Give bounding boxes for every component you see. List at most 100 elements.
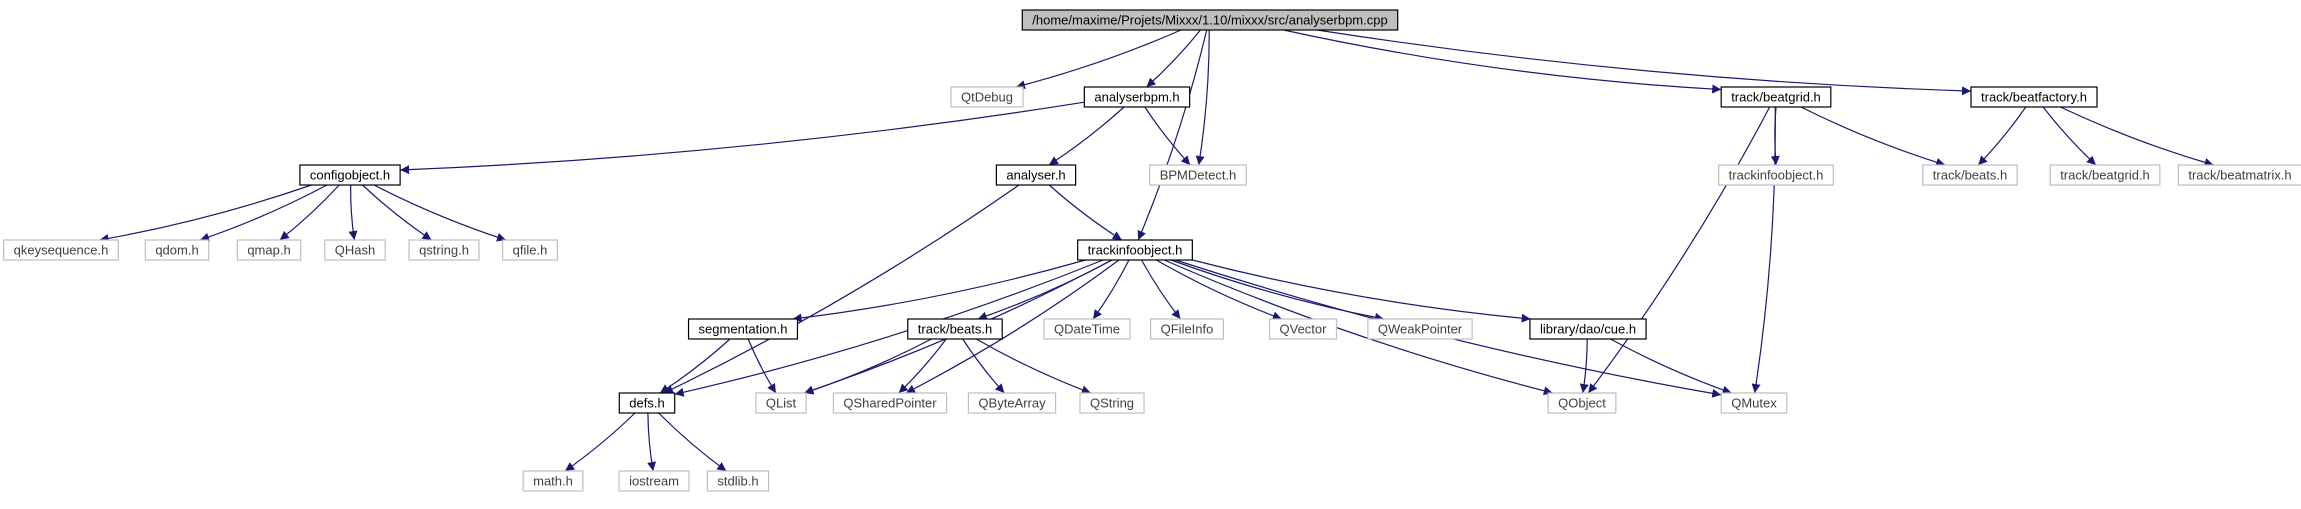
- node-box: [1043, 318, 1131, 340]
- node-qstring: QString: [1079, 392, 1145, 414]
- node-label: QList: [766, 396, 797, 411]
- node-qweakpointer: QWeakPointer: [1367, 318, 1473, 340]
- node-box: [1268, 318, 1338, 340]
- edge-defs_h-to-math_h: [564, 412, 636, 472]
- node-box: [3, 239, 119, 261]
- node-iostream: iostream: [618, 470, 690, 492]
- node-box: [1720, 86, 1832, 108]
- edge-configobject_h-to-qfile: [373, 184, 507, 242]
- node-label: QString: [1090, 396, 1134, 411]
- node-label: qmap.h: [247, 243, 290, 258]
- node-label: analyser.h: [1006, 168, 1065, 183]
- edge-configobject_h-to-qdom: [199, 184, 328, 242]
- node-defs_h[interactable]: defs.h: [618, 392, 676, 414]
- node-qmutex: QMutex: [1720, 392, 1788, 414]
- node-box: [1718, 164, 1834, 186]
- edge-trackinfo_h-to-beats_h: [977, 259, 1113, 321]
- node-box: [706, 470, 770, 492]
- node-configobject_h[interactable]: configobject.h: [299, 164, 401, 186]
- node-box: [502, 239, 558, 261]
- node-box: [618, 470, 690, 492]
- edge-configobject_h-to-qstring_h: [362, 184, 432, 241]
- node-box: [1547, 392, 1617, 414]
- node-qfileinfo: QFileInfo: [1150, 318, 1224, 340]
- node-box: [832, 392, 948, 414]
- node-qtdebug: QtDebug: [950, 86, 1024, 108]
- edge-root-to-bpmdetect_h: [1195, 29, 1210, 166]
- edge-trackinfo_h-to-segmentation_h: [792, 259, 1086, 323]
- node-label: QObject: [1558, 396, 1606, 411]
- node-label: math.h: [533, 474, 573, 489]
- node-box: [522, 470, 584, 492]
- node-box: [950, 86, 1024, 108]
- node-box: [144, 239, 210, 261]
- edge-trackinfo_h-to-qobject: [1163, 259, 1553, 396]
- node-label: trackinfoobject.h: [1729, 168, 1824, 183]
- node-label: configobject.h: [310, 168, 390, 183]
- node-qobject: QObject: [1547, 392, 1617, 414]
- node-box: [1077, 239, 1193, 261]
- node-box: [687, 318, 799, 340]
- node-label: QFileInfo: [1161, 322, 1214, 337]
- node-label: qdom.h: [155, 243, 198, 258]
- node-beats_h[interactable]: track/beats.h: [907, 318, 1003, 340]
- edge-analyser_h-to-trackinfo_h: [1048, 184, 1123, 241]
- node-box: [1021, 9, 1399, 31]
- edge-cue_h-to-qobject: [1579, 338, 1589, 394]
- node-label: segmentation.h: [699, 322, 788, 337]
- node-box: [324, 239, 386, 261]
- node-beatmatrix_ext: track/beatmatrix.h: [2177, 164, 2301, 186]
- node-label: QWeakPointer: [1378, 322, 1463, 337]
- edge-beatgrid_h-to-qmutex: [1751, 106, 1776, 394]
- edge-defs_h-to-stdlib_h: [658, 412, 727, 472]
- edge-beatfactory_h-to-beats_ext: [1977, 106, 2027, 166]
- edge-root-to-beatfactory_h: [1316, 29, 1972, 96]
- edge-beatfactory_h-to-beatgrid_ext: [2042, 106, 2097, 166]
- edge-beats_h-to-qstring: [975, 338, 1091, 395]
- node-analyserbpm_h[interactable]: analyserbpm.h: [1083, 86, 1191, 108]
- node-box: [1083, 86, 1191, 108]
- node-box: [1529, 318, 1647, 340]
- node-box: [1149, 164, 1247, 186]
- node-box: [1079, 392, 1145, 414]
- node-beatfactory_h[interactable]: track/beatfactory.h: [1970, 86, 2098, 108]
- edge-trackinfo_h-to-qsharedpointer: [905, 259, 1120, 394]
- node-label: QMutex: [1731, 396, 1777, 411]
- node-label: iostream: [629, 474, 679, 489]
- node-math_h: math.h: [522, 470, 584, 492]
- node-box: [2177, 164, 2301, 186]
- node-label: qkeysequence.h: [14, 243, 109, 258]
- node-cue_h[interactable]: library/dao/cue.h: [1529, 318, 1647, 340]
- node-beats_ext: track/beats.h: [1922, 164, 2018, 186]
- node-qhash: QHash: [324, 239, 386, 261]
- node-label: QHash: [335, 243, 375, 258]
- node-trackinfo_h[interactable]: trackinfoobject.h: [1077, 239, 1193, 261]
- node-label: library/dao/cue.h: [1540, 322, 1636, 337]
- node-label: track/beatgrid.h: [2060, 168, 2150, 183]
- edge-root-to-analyserbpm_h: [1146, 29, 1201, 88]
- node-root[interactable]: /home/maxime/Projets/Mixxx/1.10/mixxx/sr…: [1021, 9, 1399, 31]
- edge-cue_h-to-qmutex: [1610, 338, 1732, 395]
- node-label: BPMDetect.h: [1160, 168, 1237, 183]
- node-label: stdlib.h: [717, 474, 758, 489]
- node-beatgrid_ext: track/beatgrid.h: [2049, 164, 2161, 186]
- node-label: QDateTime: [1054, 322, 1120, 337]
- node-label: defs.h: [629, 396, 664, 411]
- node-label: analyserbpm.h: [1094, 90, 1179, 105]
- edge-segmentation_h-to-qlist: [747, 338, 777, 394]
- node-label: trackinfoobject.h: [1088, 243, 1183, 258]
- node-beatgrid_h[interactable]: track/beatgrid.h: [1720, 86, 1832, 108]
- edge-trackinfo_h-to-qvector: [1155, 259, 1282, 321]
- node-layer: /home/maxime/Projets/Mixxx/1.10/mixxx/sr…: [3, 9, 2301, 492]
- edge-analyserbpm_h-to-analyser_h: [1048, 106, 1125, 166]
- edge-root-to-beatgrid_h: [1283, 29, 1722, 94]
- node-segmentation_h[interactable]: segmentation.h: [687, 318, 799, 340]
- edge-root-to-qtdebug: [1015, 29, 1182, 90]
- edge-root-to-trackinfo_h: [1137, 29, 1208, 241]
- node-qdom: qdom.h: [144, 239, 210, 261]
- node-analyser_h[interactable]: analyser.h: [995, 164, 1077, 186]
- edge-beatgrid_h-to-qobject: [1587, 106, 1771, 394]
- node-box: [1367, 318, 1473, 340]
